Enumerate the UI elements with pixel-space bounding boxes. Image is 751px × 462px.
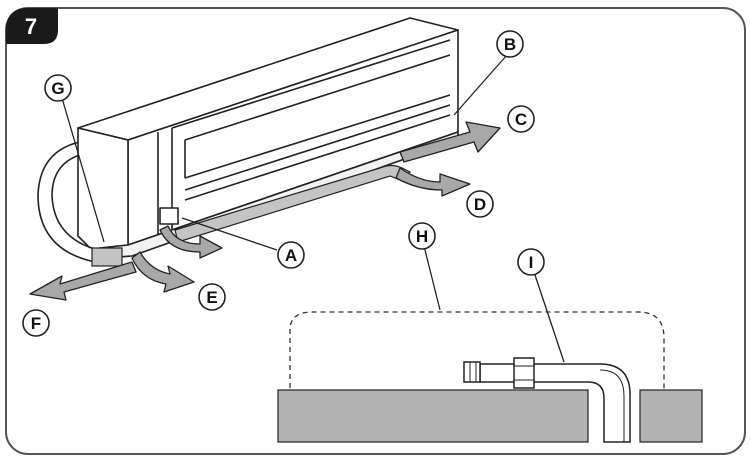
label-d-text: D xyxy=(474,195,486,214)
label-e: E xyxy=(198,283,226,311)
left-pipe-stub xyxy=(91,247,123,267)
label-g: G xyxy=(44,74,72,102)
condensate-pipe xyxy=(479,363,631,443)
callout-labels: A B C D E F G H xyxy=(22,30,545,337)
wall-left xyxy=(277,389,589,443)
unit-outline-dashed xyxy=(289,311,665,390)
label-f-text: F xyxy=(31,314,41,333)
label-e-text: E xyxy=(206,288,217,307)
label-a: A xyxy=(277,241,305,269)
indoor-unit xyxy=(37,17,459,263)
unit-side-face xyxy=(77,127,129,250)
pipe-threaded-end xyxy=(463,361,481,383)
arrow-d xyxy=(395,167,471,197)
wall-detail xyxy=(277,311,703,443)
label-h-text: H xyxy=(416,227,428,246)
drain-arrows xyxy=(29,121,501,301)
figure-frame xyxy=(5,7,746,455)
label-b-text: B xyxy=(504,35,516,54)
figure-number: 7 xyxy=(25,14,37,39)
label-f: F xyxy=(22,309,50,337)
wall-right xyxy=(639,389,703,443)
arrow-f xyxy=(29,261,137,301)
label-a-text: A xyxy=(285,246,297,265)
arrow-c xyxy=(399,121,501,163)
label-c-text: C xyxy=(515,110,527,129)
arrow-a xyxy=(159,225,223,259)
figure-number-badge: 7 xyxy=(6,8,58,44)
label-h: H xyxy=(408,222,436,250)
left-pipe-loop xyxy=(37,139,96,263)
pipe-nut xyxy=(513,357,535,389)
label-i: I xyxy=(517,248,545,276)
leader-lines xyxy=(61,54,565,363)
label-c: C xyxy=(507,105,535,133)
arrow-e xyxy=(131,251,195,293)
label-b: B xyxy=(496,30,524,58)
label-g-text: G xyxy=(51,79,64,98)
drain-connector xyxy=(159,207,179,225)
label-i-text: I xyxy=(529,253,534,272)
label-d: D xyxy=(466,190,494,218)
